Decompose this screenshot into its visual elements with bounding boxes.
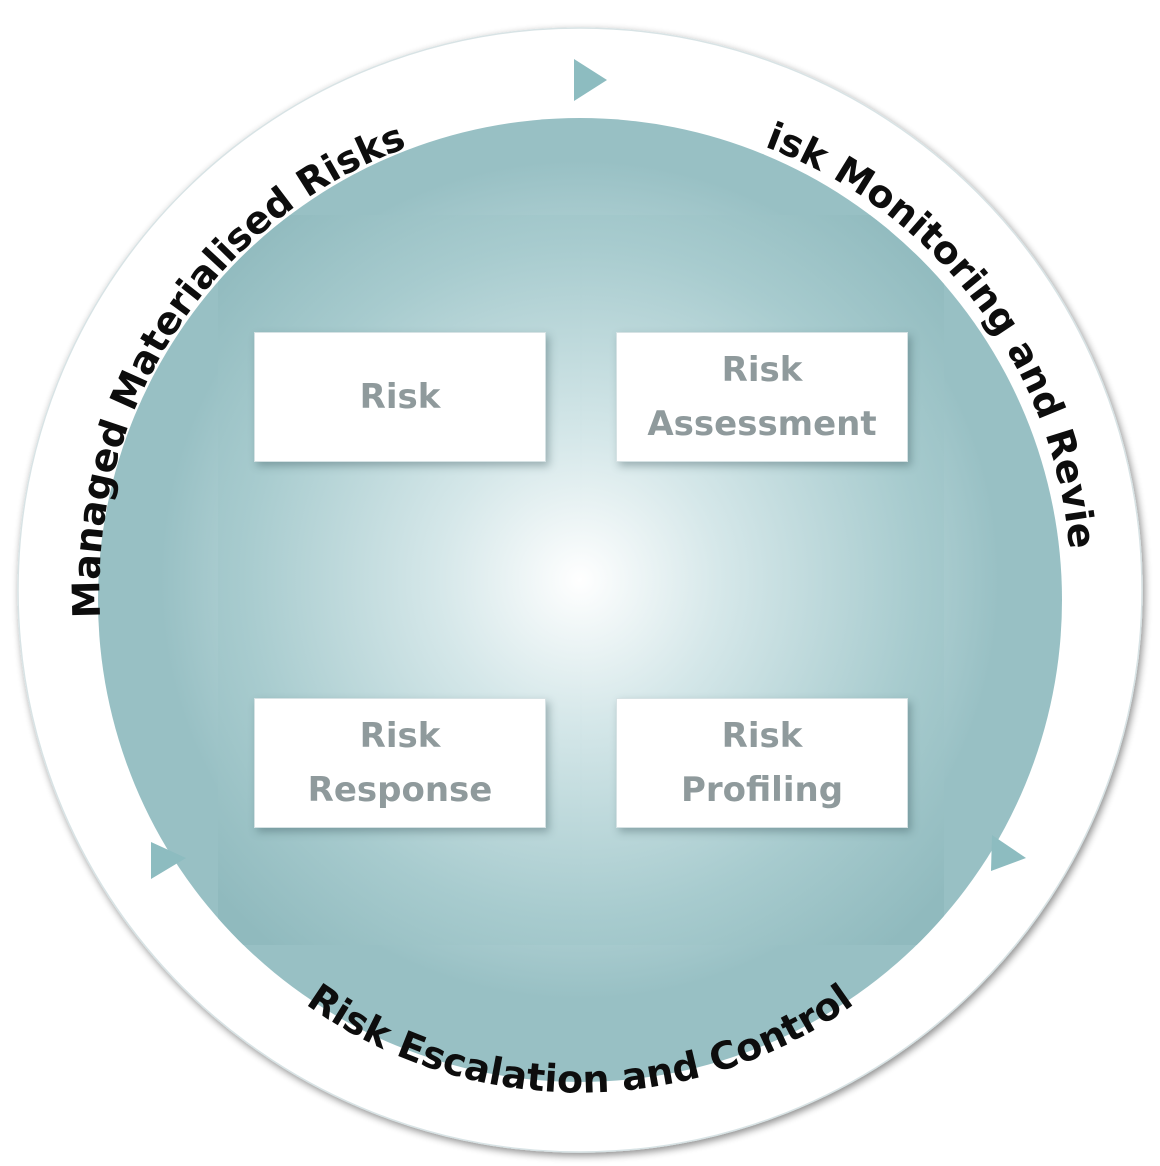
card-risk-response-line1: Risk [359, 716, 441, 756]
card-risk-profiling: Risk Profiling [616, 698, 908, 828]
card-risk-assessment: Risk Assessment [616, 332, 908, 462]
card-risk-line1: Risk [359, 377, 441, 417]
arrow-right-icon [151, 842, 186, 879]
quadrant-blocks [218, 215, 944, 945]
card-risk: Risk [254, 332, 546, 462]
arrow-right-icon [991, 835, 1026, 871]
card-risk-assessment-line2: Assessment [647, 404, 877, 444]
card-risk-profiling-line1: Risk [721, 716, 803, 756]
card-risk-assessment-line1: Risk [721, 350, 803, 390]
card-risk-response: Risk Response [254, 698, 546, 828]
arrow-right-icon [574, 59, 607, 101]
card-risk-response-line2: Response [307, 770, 493, 810]
card-risk-profiling-line2: Profiling [680, 770, 844, 810]
